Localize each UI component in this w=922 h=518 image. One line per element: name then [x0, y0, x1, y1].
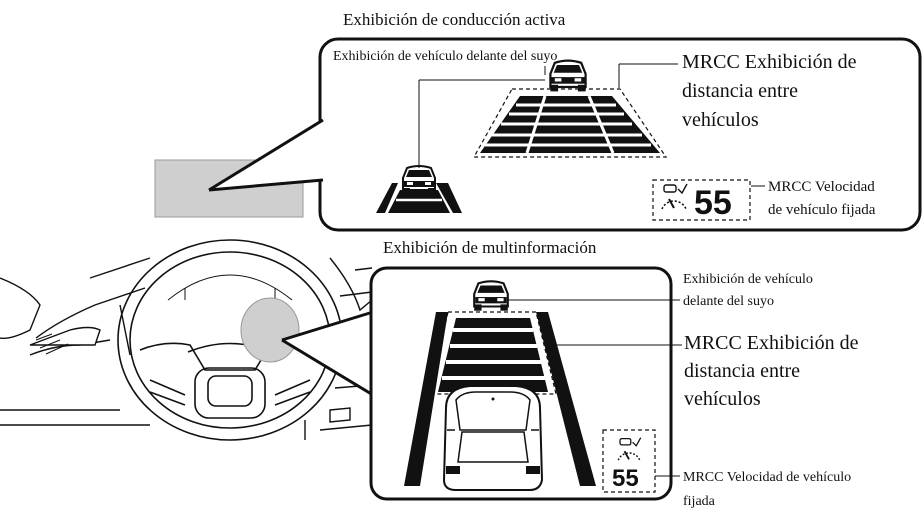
label-distance-bottom-1: MRCC Exhibición de: [684, 332, 859, 354]
active-driving-display-title: Exhibición de conducción activa: [343, 10, 566, 29]
car-front-icon: [473, 280, 509, 312]
own-lane-top: [376, 183, 462, 213]
label-speed-bottom-1: MRCC Velocidad de vehículo: [683, 470, 851, 485]
set-speed-value-bottom: 55: [612, 465, 639, 492]
multi-info-display-title: Exhibición de multinformación: [383, 238, 597, 257]
car-front-icon: [549, 59, 587, 93]
label-distance-top-1: MRCC Exhibición de: [682, 51, 857, 73]
label-speed-top-2: de vehículo fijada: [768, 202, 876, 218]
label-lead-vehicle-top: Exhibición de vehículo delante del suyo: [333, 49, 557, 64]
set-speed-box-top: 55: [652, 179, 751, 222]
distance-bars-bottom: [429, 311, 557, 395]
label-speed-top-1: MRCC Velocidad: [768, 179, 875, 195]
lane-line-right: [536, 312, 596, 486]
distance-bars-top: [472, 88, 668, 158]
lane-line-left: [404, 312, 448, 486]
label-distance-bottom-3: vehículos: [684, 388, 761, 410]
active-driving-display-diagram: Exhibición de conducción activa Exhibici…: [154, 10, 922, 232]
label-speed-bottom-2: fijada: [683, 494, 716, 509]
set-speed-value-top: 55: [694, 184, 732, 222]
label-lead-vehicle-bottom-2: delante del suyo: [683, 294, 774, 309]
dashboard-illustration: [0, 257, 373, 440]
label-distance-top-2: distancia entre: [682, 80, 798, 102]
label-distance-top-3: vehículos: [682, 109, 759, 131]
label-lead-vehicle-bottom-1: Exhibición de vehículo: [683, 272, 813, 287]
multi-information-display-diagram: Exhibición de multinformación: [369, 238, 680, 501]
label-distance-bottom-2: distancia entre: [684, 360, 800, 382]
set-speed-box-bottom: 55: [602, 429, 656, 493]
car-front-icon: [402, 165, 436, 195]
multi-info-display-area: [240, 297, 300, 363]
car-rear-icon: [442, 385, 544, 491]
